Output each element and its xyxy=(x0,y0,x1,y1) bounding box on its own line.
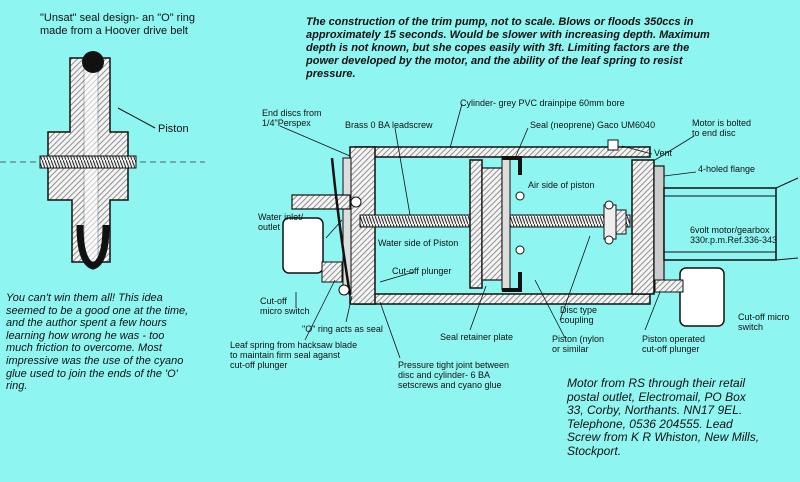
label-cutoff-switch-left: Cut-off micro switch xyxy=(260,296,310,316)
label-disc-coupling: Disc type coupling xyxy=(560,305,598,325)
label-water-side: Water side of Piston xyxy=(378,238,459,248)
pump-assembly xyxy=(279,103,799,359)
label-pressure-joint: Pressure tight joint between disc and cy… xyxy=(398,360,510,390)
seal-design-sketch xyxy=(0,51,205,270)
label-oring-seal: "O" ring acts as seal xyxy=(302,324,383,334)
failure-paragraph: You can't win them all! This idea seemed… xyxy=(6,292,189,393)
label-piston-cutoff: Piston operated cut-off plunger xyxy=(642,334,706,354)
label-leaf-spring: Leaf spring from hacksaw blade to mainta… xyxy=(230,340,358,370)
label-vent: Vent xyxy=(654,148,673,158)
piston-label: Piston xyxy=(158,123,189,135)
label-flange: 4-holed flange xyxy=(698,164,756,174)
label-leadscrew: Brass 0 BA leadscrew xyxy=(345,120,433,130)
label-seal-plate: Seal retainer plate xyxy=(440,332,514,342)
label-piston-nylon: Piston (nylon or similar xyxy=(552,334,605,354)
label-water-inlet: Water inlet/ outlet xyxy=(258,212,304,232)
label-motor-bolted: Motor is bolted to end disc xyxy=(692,118,752,138)
label-seal: Seal (neoprene) Gaco UM6040 xyxy=(530,120,656,130)
label-cutoff-plunger: Cut-off plunger xyxy=(392,266,452,276)
supplier-paragraph: Motor from RS through their retail posta… xyxy=(567,376,760,458)
label-air-side: Air side of piston xyxy=(528,180,595,190)
intro-paragraph: The construction of the trim pump, not t… xyxy=(306,16,710,80)
label-cylinder: Cylinder- grey PVC drainpipe 60mm bore xyxy=(460,98,625,108)
label-motor: 6volt motor/gearbox 330r.p.m.Ref.336-343 xyxy=(690,225,778,245)
label-cutoff-switch-right: Cut-off micro switch xyxy=(738,312,790,332)
label-end-discs: End discs from 1/4"Perspex xyxy=(262,108,322,128)
seal-design-caption: "Unsat" seal design- an "O" ring made fr… xyxy=(40,12,196,37)
